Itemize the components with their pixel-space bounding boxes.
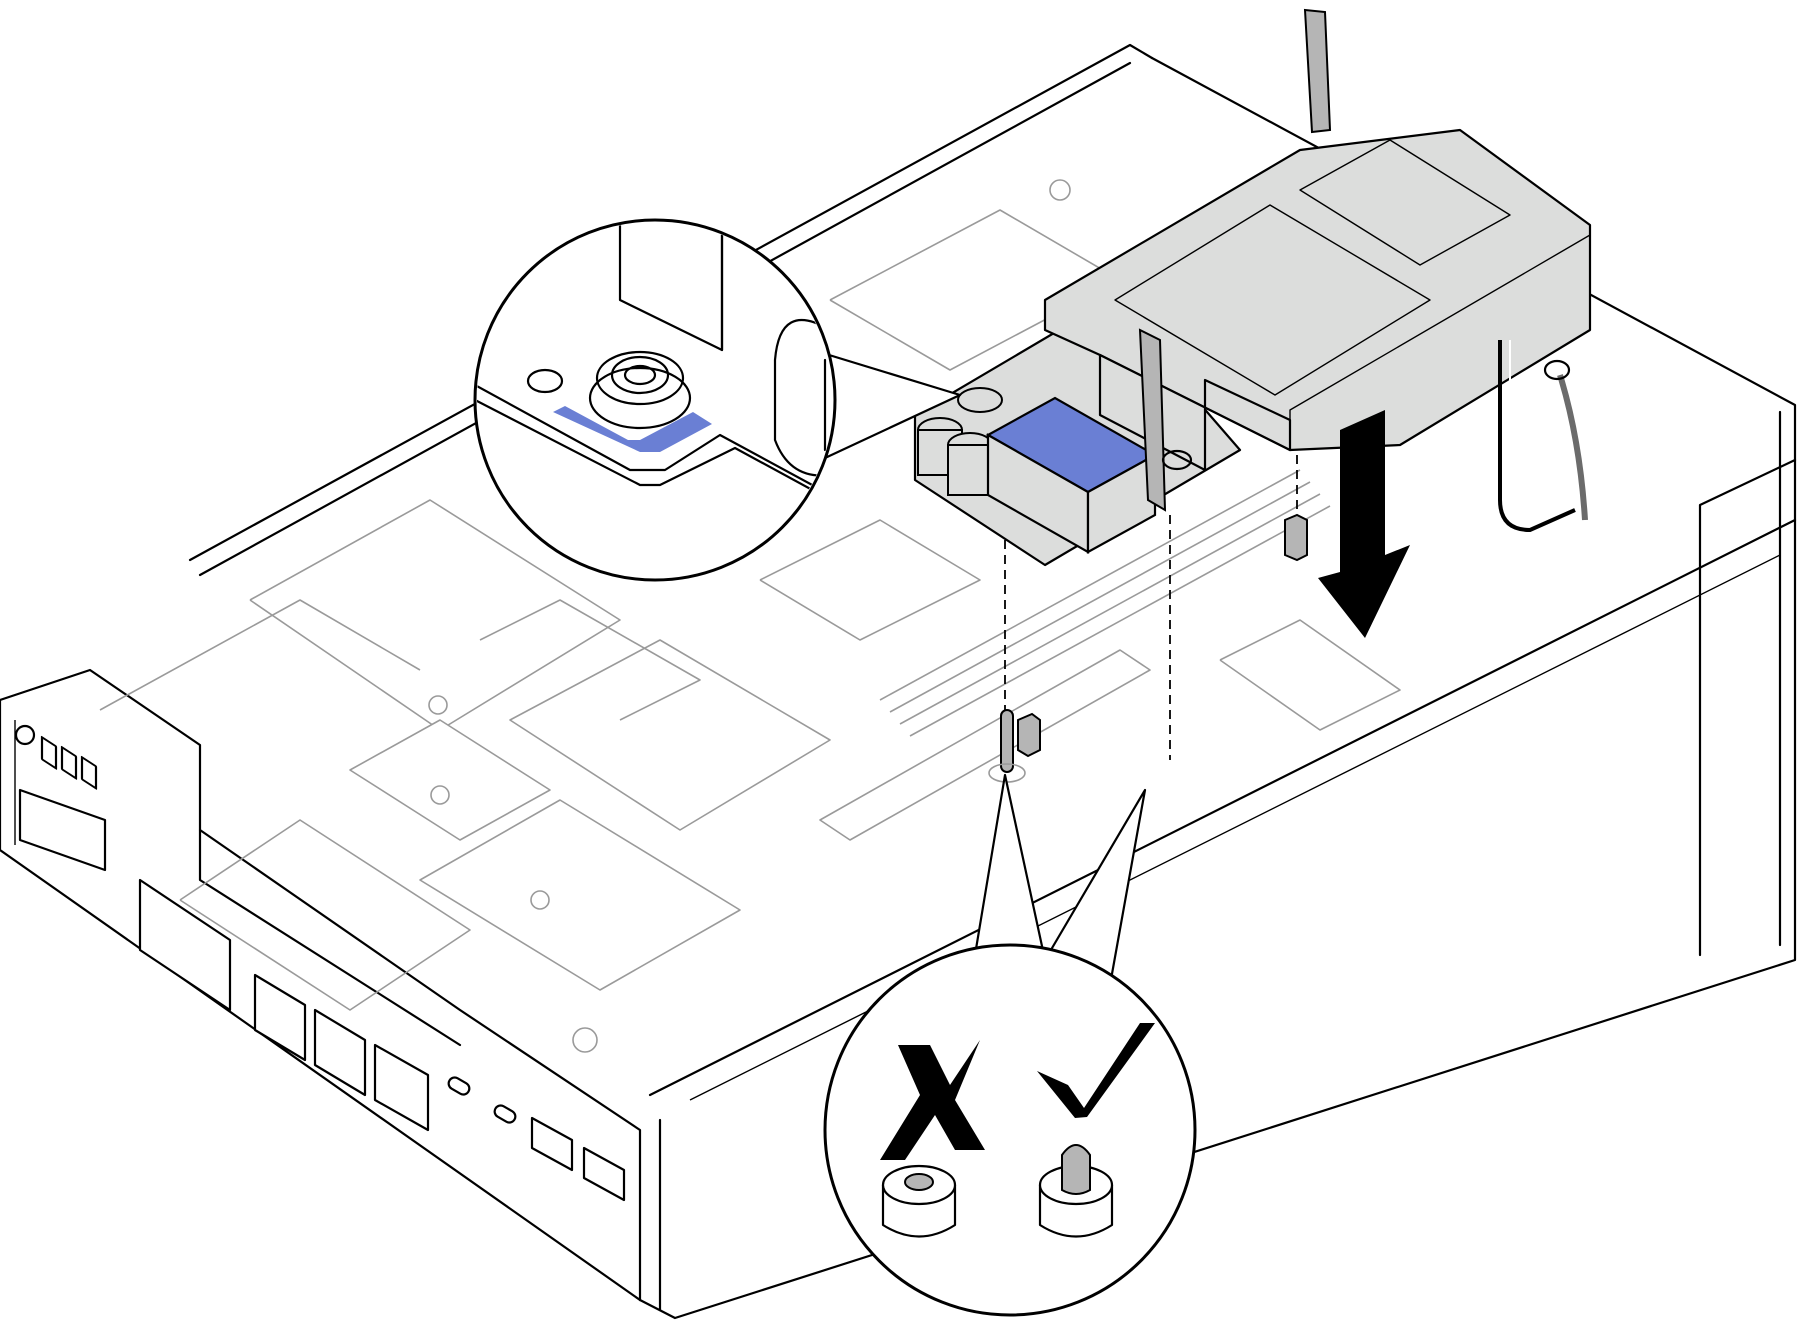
arrow-down-icon (1318, 410, 1410, 638)
capacitors (917, 387, 1003, 496)
callout-alignment (473, 218, 962, 582)
power-cable (1498, 340, 1588, 533)
dimm-slots (879, 469, 1331, 737)
power-supply (913, 8, 1592, 760)
rj45-port (373, 1043, 430, 1132)
rj45-port (313, 1008, 367, 1097)
standoff-correct (1038, 1144, 1114, 1238)
usb-port (530, 1116, 574, 1172)
pull-tab (1138, 328, 1167, 512)
cross-icon (880, 1040, 985, 1160)
callout-standoff-check (823, 773, 1197, 1317)
usb-port (582, 1146, 626, 1202)
front-io-panel (14, 724, 626, 1202)
guide-pin (988, 513, 1308, 783)
rj45-port (253, 973, 307, 1062)
transformer-highlight (985, 396, 1158, 554)
motherboard (99, 179, 1401, 1053)
pull-tab (1303, 8, 1332, 134)
standoff-incorrect (881, 1164, 957, 1238)
check-icon (1037, 1023, 1155, 1118)
